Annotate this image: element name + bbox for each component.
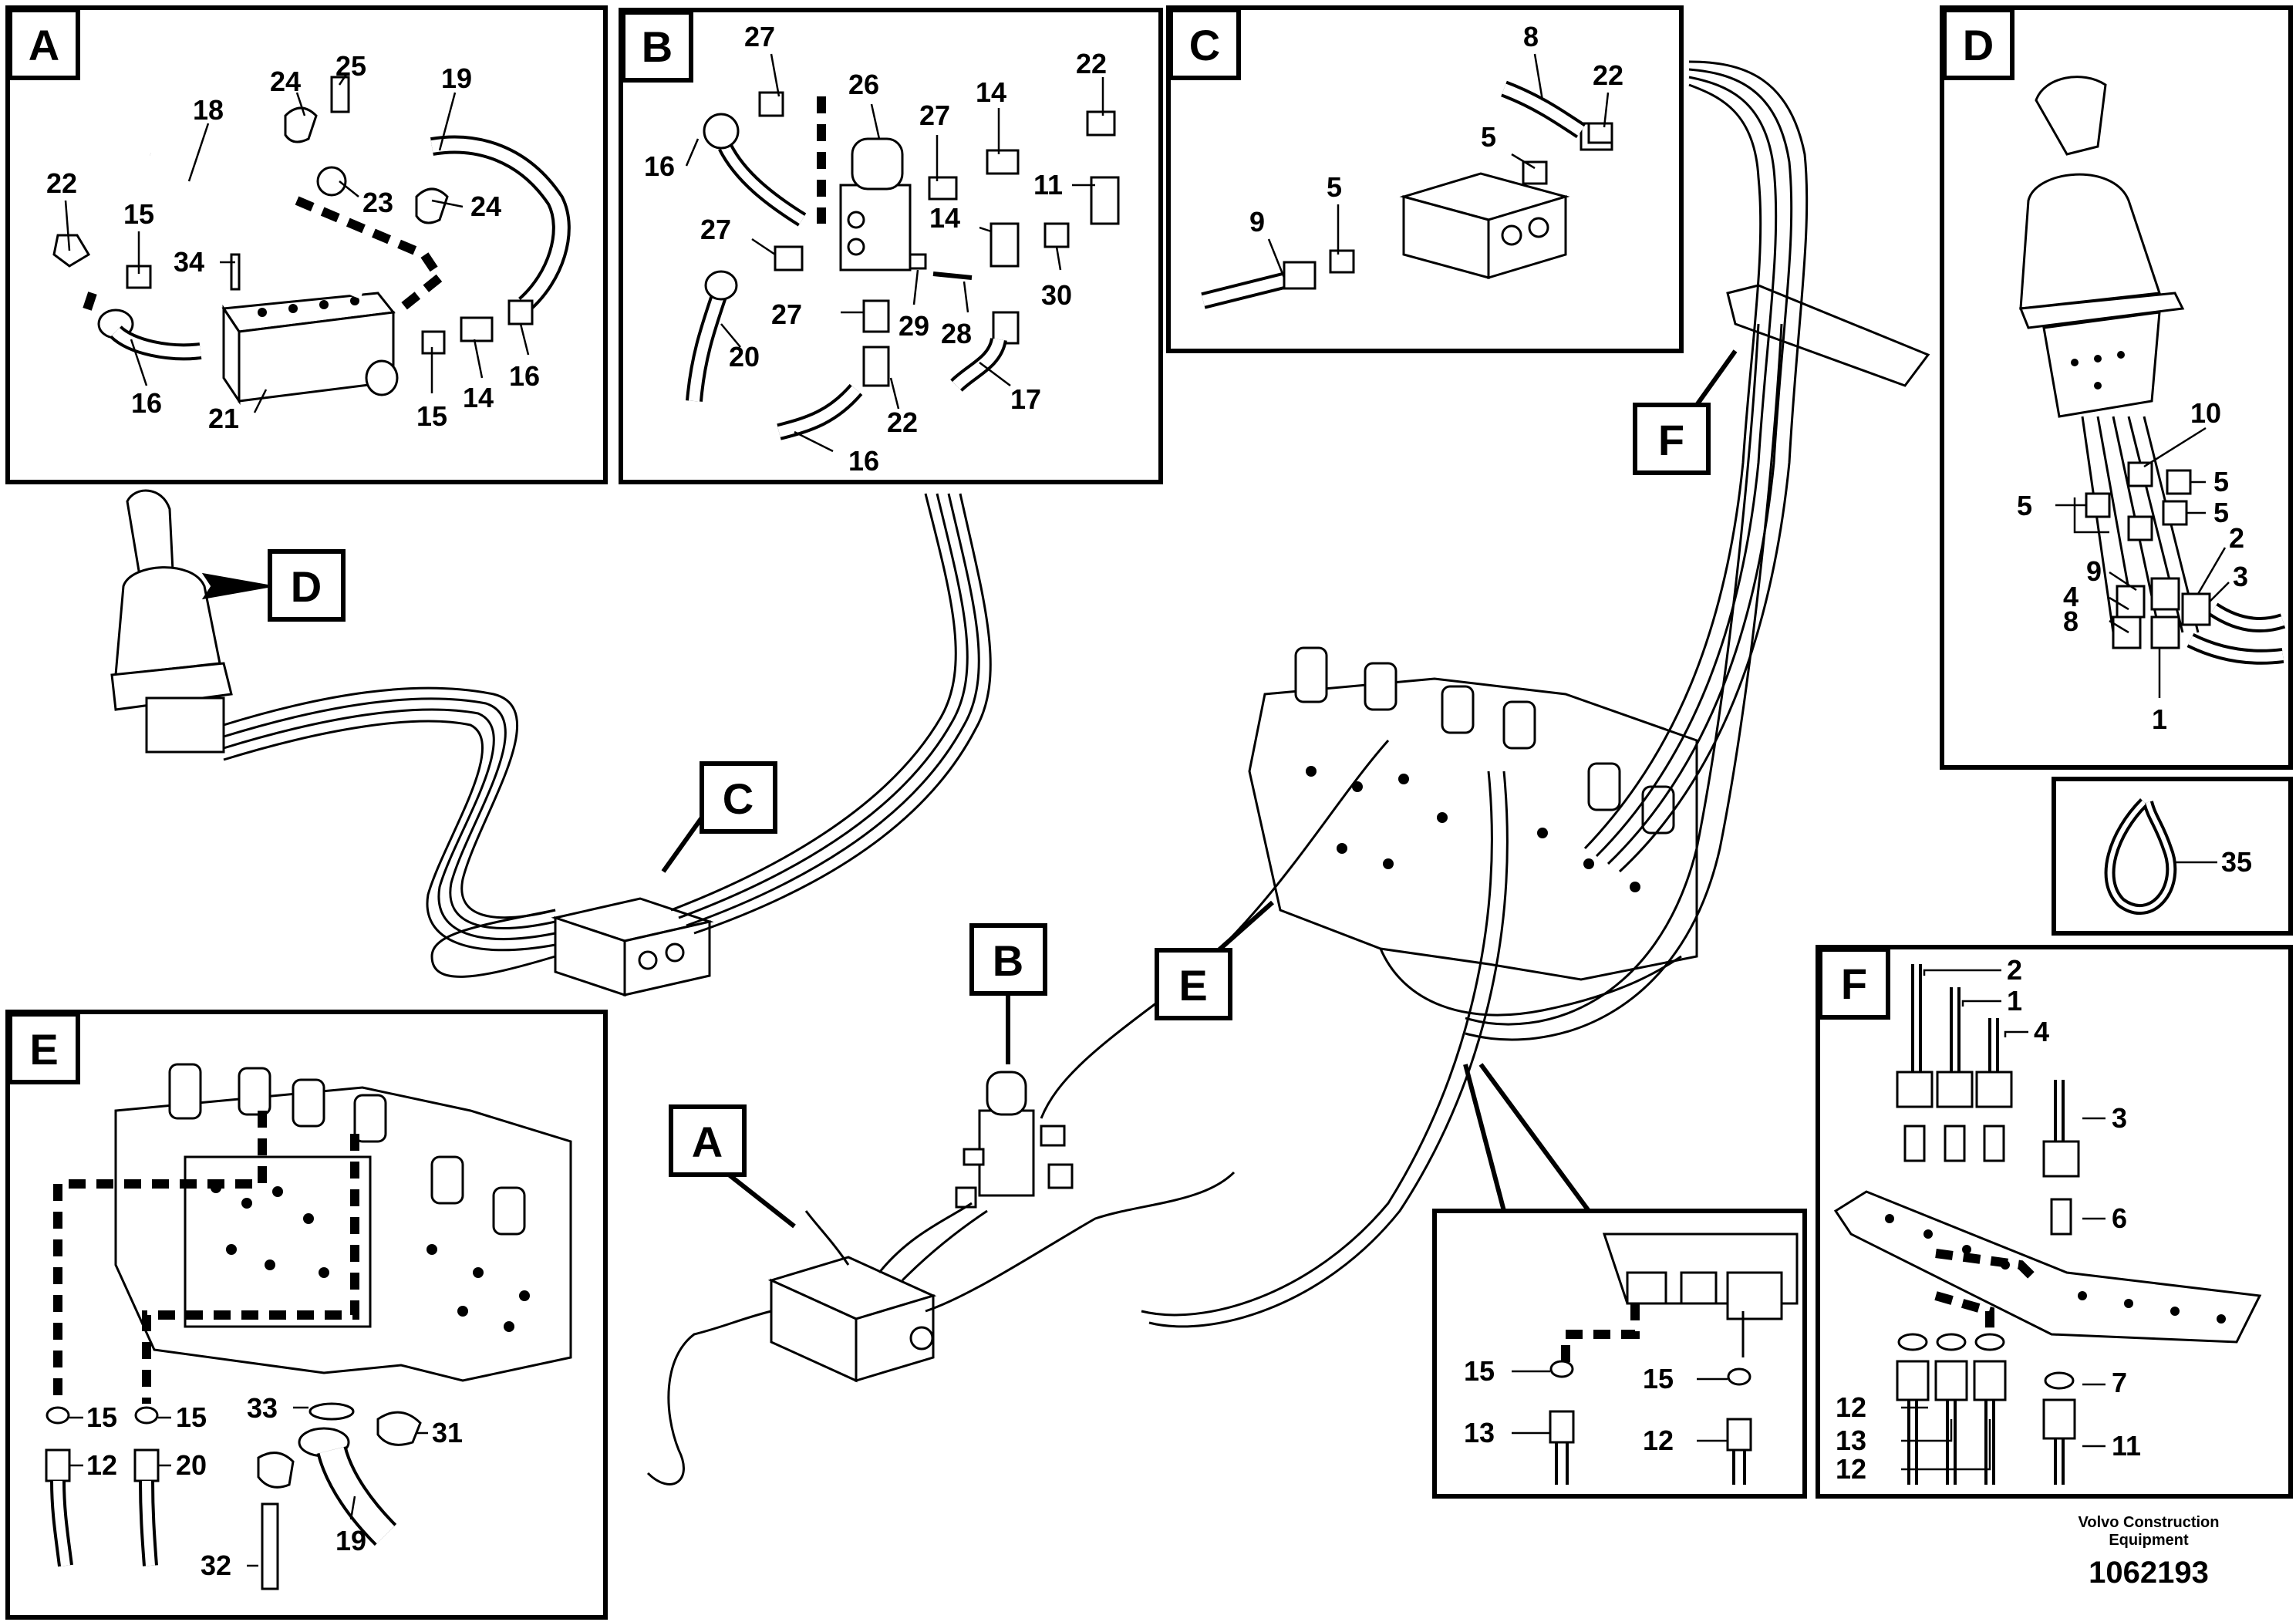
part-label: 8 [1523, 21, 1539, 52]
part-label: 13 [1464, 1417, 1495, 1448]
part-label: 24 [270, 66, 301, 97]
part-label: 14 [976, 76, 1006, 108]
panel-f: F [1816, 945, 2293, 1499]
panel-a-letter: A [29, 21, 59, 69]
part-label: 30 [1041, 279, 1072, 311]
part-label: 12 [1836, 1391, 1866, 1423]
panel-a: A [5, 5, 608, 484]
part-label: 19 [441, 62, 472, 94]
part-label: 4 [2063, 581, 2079, 612]
part-label: 29 [899, 310, 929, 342]
panel-d: D [1940, 5, 2293, 770]
part-label: 2 [2229, 522, 2244, 554]
part-label: 1 [2152, 703, 2167, 735]
part-label: 16 [848, 445, 879, 477]
part-label: 5 [2017, 490, 2032, 521]
panel-e-letter: E [29, 1025, 58, 1074]
part-label: 5 [1327, 171, 1342, 203]
company-name: Volvo Construction [2079, 1514, 2220, 1531]
main-assembly: D C B A E F [110, 60, 1930, 1485]
callout-b: B [993, 936, 1023, 985]
panel-c-letter: C [1189, 21, 1220, 69]
part-label: 15 [176, 1401, 207, 1433]
callout-f: F [1658, 416, 1684, 464]
callout-c: C [723, 774, 754, 823]
part-label: 35 [2221, 846, 2252, 878]
part-label: 27 [744, 21, 775, 52]
part-label: 27 [919, 99, 950, 131]
part-label: 5 [2213, 497, 2229, 528]
part-label: 11 [2112, 1430, 2141, 1462]
part-label: 18 [193, 94, 224, 126]
part-label: 34 [174, 246, 204, 278]
panel-c: C 8 22 5 5 9 [1166, 5, 1684, 353]
part-label: 14 [929, 202, 960, 234]
part-label: 16 [509, 360, 540, 392]
part-label: 31 [432, 1417, 463, 1448]
panel-detail: 15 15 13 12 [1432, 1209, 1807, 1499]
part-label: 12 [1836, 1453, 1866, 1485]
footer: Volvo Construction Equipment 1062193 [2079, 1514, 2220, 1590]
callout-a: A [692, 1118, 723, 1166]
part-label: 28 [941, 318, 972, 349]
part-label: 22 [1593, 59, 1623, 91]
part-label: 27 [771, 298, 802, 330]
part-label: 16 [644, 150, 675, 182]
part-label: 22 [46, 167, 77, 199]
callout-e: E [1178, 961, 1207, 1010]
part-label: 22 [887, 406, 918, 438]
part-label: 23 [362, 187, 393, 218]
part-label: 21 [208, 403, 239, 434]
part-label: 24 [470, 191, 501, 222]
part-label: 15 [86, 1401, 117, 1433]
part-label: 12 [1643, 1425, 1674, 1456]
panel-tie: 35 [2052, 777, 2293, 936]
part-label: 9 [2086, 555, 2102, 587]
part-label: 1 [2007, 985, 2022, 1017]
part-label: 4 [2034, 1016, 2049, 1047]
part-label: 17 [1010, 383, 1041, 415]
part-label: 3 [2233, 561, 2248, 592]
part-label: 2 [2007, 954, 2022, 986]
part-label: 6 [2112, 1202, 2127, 1234]
part-label: 14 [463, 382, 494, 413]
part-label: 15 [1464, 1355, 1495, 1387]
part-label: 10 [2190, 397, 2221, 429]
part-label: 15 [1643, 1363, 1674, 1394]
part-label: 7 [2112, 1367, 2127, 1398]
part-label: 32 [201, 1549, 231, 1581]
part-label: 8 [2063, 605, 2079, 637]
part-label: 12 [86, 1449, 117, 1481]
panel-b: B [619, 8, 1163, 484]
callout-d: D [291, 562, 322, 611]
panel-e: E [5, 1010, 608, 1620]
part-label: 5 [2213, 466, 2229, 497]
panel-b-letter: B [642, 22, 673, 71]
part-label: 15 [416, 400, 447, 432]
part-label: 9 [1249, 206, 1265, 238]
company-name-line2: Equipment [2109, 1532, 2189, 1549]
part-label: 25 [335, 50, 366, 82]
panel-f-letter: F [1841, 959, 1867, 1008]
part-label: 16 [131, 387, 162, 419]
part-label: 33 [247, 1392, 278, 1424]
panel-d-letter: D [1963, 21, 1994, 69]
part-label: 22 [1076, 48, 1107, 79]
part-label: 19 [335, 1525, 366, 1556]
part-label: 20 [729, 341, 760, 373]
part-label: 5 [1481, 121, 1496, 153]
part-label: 26 [848, 69, 879, 100]
part-label: 13 [1836, 1425, 1866, 1456]
part-label: 27 [700, 214, 731, 245]
part-label: 20 [176, 1449, 207, 1481]
part-label: 11 [1033, 169, 1063, 201]
part-label: 3 [2112, 1102, 2127, 1134]
document-number: 1062193 [2089, 1556, 2209, 1590]
part-label: 15 [123, 198, 154, 230]
